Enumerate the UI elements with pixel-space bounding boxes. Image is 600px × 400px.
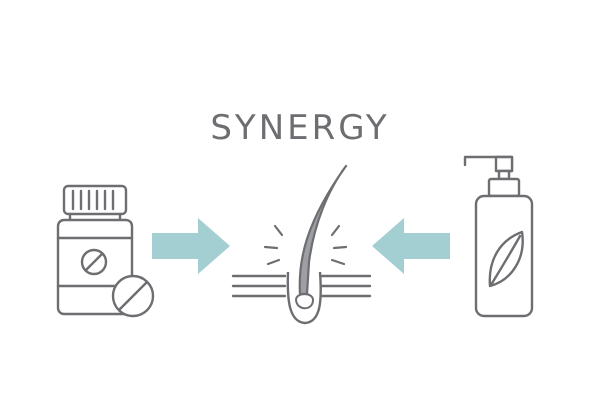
supplement-bottle-icon bbox=[56, 184, 155, 318]
diagram-title: SYNERGY bbox=[210, 108, 390, 148]
arrow-right-icon bbox=[152, 218, 230, 274]
arrow-left-icon bbox=[372, 218, 450, 274]
hair-follicle-icon bbox=[231, 164, 372, 325]
shampoo-pump-bottle-icon bbox=[463, 155, 534, 318]
